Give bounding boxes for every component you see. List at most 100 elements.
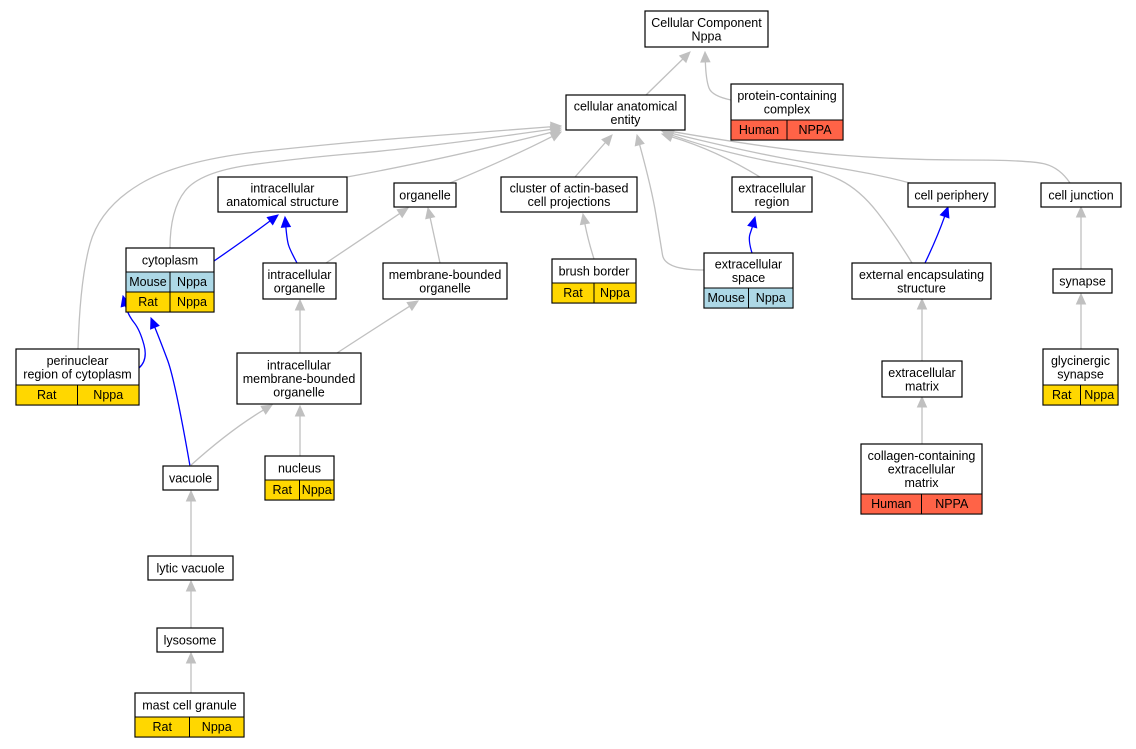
gene-label: NPPA [798,123,832,137]
species-label: Rat [1052,388,1072,402]
term-node-cecm[interactable]: collagen-containingextracellularmatrixHu… [860,443,983,515]
gene-cell [593,282,637,304]
term-label-line: matrix [904,476,939,490]
term-label-line: collagen-containing [868,449,976,463]
edge-ecm-to-ees [916,297,928,361]
gene-cell [169,291,215,313]
term-label-line: region of cytoplasm [23,367,131,381]
term-label-line: Nppa [692,29,722,43]
term-node-syn[interactable]: synapse [1052,268,1113,294]
edge-line [169,128,552,249]
gene-cell [748,287,794,309]
term-label-line: glycinergic [1051,354,1110,368]
edge-syn-to-cj [1075,205,1087,269]
term-box [851,262,992,300]
edge-line [584,223,595,260]
term-label-line: lysosome [164,634,217,648]
edge-line [124,305,146,369]
arrowhead [425,206,436,220]
edge-line [213,220,271,262]
edge-imbo-to-io [294,298,306,353]
arrowhead [396,207,410,219]
edge-vac-to-cyto [150,316,191,467]
edge-es-to-er [747,215,758,254]
term-node-cp[interactable]: cell periphery [907,182,996,208]
term-label-line: extracellular [715,257,782,271]
edge-mbo-to-org [425,206,441,264]
term-box [382,262,508,300]
term-label-line: organelle [419,281,470,295]
edge-line [671,132,911,184]
arrowhead [294,404,306,417]
edge-cyto-to-ias [213,214,279,262]
edge-ees-to-cae [661,130,913,264]
term-label-line: external encapsulating [859,268,984,282]
term-node-vac[interactable]: vacuole [162,465,219,491]
arrowhead [634,133,645,147]
term-label-line: extracellular [888,366,955,380]
edges-layer [77,50,1087,693]
term-box [907,182,996,208]
term-label-line: organelle [273,386,324,400]
term-box [217,176,348,213]
edge-line [429,217,441,264]
edge-line [154,327,191,467]
arrowhead [185,489,197,502]
term-node-lv[interactable]: lytic vacuole [147,555,234,581]
term-box [500,176,638,213]
gene-label: Nppa [302,483,332,497]
arrowhead [939,205,950,219]
edge-cecm-to-ecm [916,395,928,444]
term-node-cj[interactable]: cell junction [1040,182,1122,208]
term-label-line: entity [611,113,642,127]
term-label-line: cellular anatomical [574,99,678,113]
edge-pcc-to-cc [700,50,732,101]
edge-line [748,226,753,254]
gene-cell [786,119,844,141]
edge-es-to-cae [634,133,705,271]
species-label: Mouse [129,275,167,289]
edge-line [672,131,1071,184]
term-label-line: cluster of actin-based [510,181,629,195]
arrowhead [280,215,292,228]
gene-label: Nppa [93,388,123,402]
species-label: Rat [273,483,293,497]
edge-mcg-to-lys [185,651,197,693]
arrowhead [747,215,758,229]
gene-cell [77,384,140,406]
term-label-line: synapse [1059,275,1106,289]
term-node-lys[interactable]: lysosome [156,627,224,653]
arrowhead [294,298,306,311]
term-label-line: complex [764,102,811,116]
term-label-line: organelle [399,189,450,203]
term-label-line: matrix [905,379,940,393]
term-node-org[interactable]: organelle [393,182,457,208]
term-label-line: anatomical structure [226,195,339,209]
edge-line [645,58,684,96]
gene-label: Nppa [177,295,207,309]
edge-line [346,131,552,178]
arrowhead [579,212,591,226]
term-label-line: brush border [559,265,630,279]
gene-cell [1080,384,1119,406]
